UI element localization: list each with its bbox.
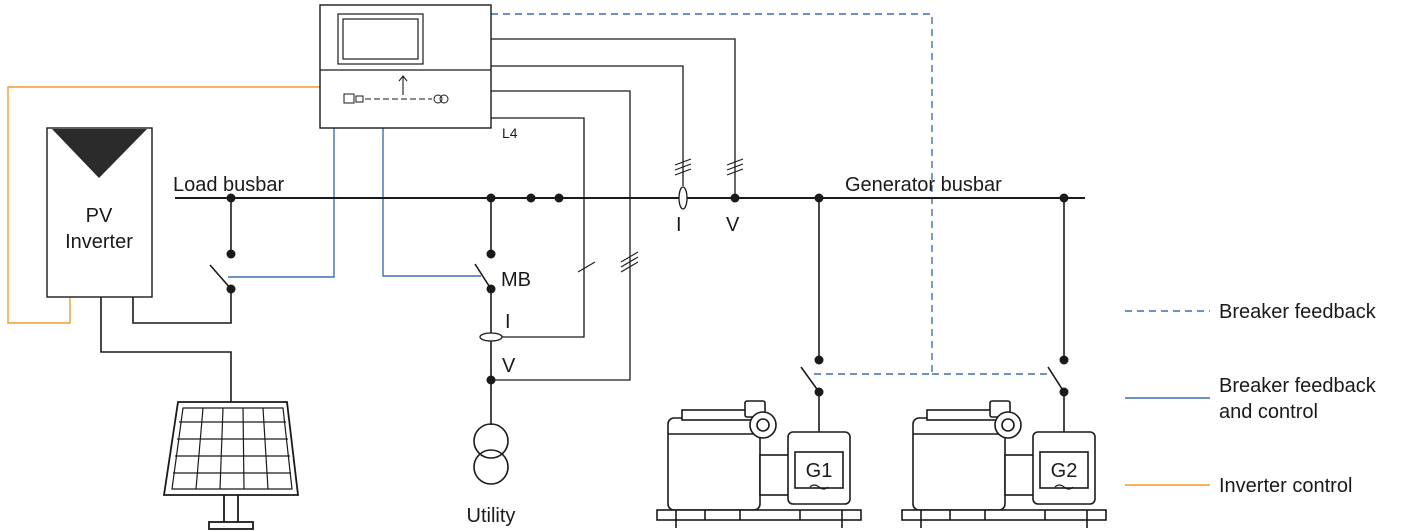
wire-tick-marks: [577, 158, 744, 273]
g2-label: G2: [1051, 460, 1078, 482]
breaker-symbol-icon: [343, 93, 449, 104]
g2-tilde-icon: [1054, 484, 1074, 490]
ct-upper-icon: [678, 186, 688, 210]
l4-label: L4: [502, 125, 518, 141]
i-lower-label: I: [505, 311, 511, 333]
legend-breaker-feedback-control-2: and control: [1219, 401, 1318, 423]
g2-breaker: [1047, 198, 1065, 432]
utility-label: Utility: [467, 505, 516, 527]
controller: L4: [319, 4, 518, 141]
pv-panel-wire: [100, 297, 232, 450]
g1-breaker: [800, 198, 820, 432]
pv-inverter: PV Inverter: [46, 127, 153, 298]
pv-inverter-label-1: PV: [86, 205, 113, 227]
g1-label: G1: [806, 460, 833, 482]
mains-breaker: [474, 198, 492, 425]
g1-tilde-icon: [809, 484, 829, 490]
legend-breaker-feedback: Breaker feedback: [1219, 301, 1377, 323]
pv-triangle-icon: [52, 129, 147, 178]
measurement-wires: [491, 38, 736, 381]
ct-lower-icon: [479, 332, 503, 342]
load-busbar-label: Load busbar: [173, 174, 285, 196]
i-upper-label: I: [676, 214, 682, 236]
mb-label: MB: [501, 269, 531, 291]
legend-breaker-feedback-control-1: Breaker feedback: [1219, 375, 1377, 397]
generator-busbar-label: Generator busbar: [845, 174, 1002, 196]
solar-panel-icon: [162, 401, 300, 530]
legend-inverter-control: Inverter control: [1219, 475, 1352, 497]
pv-inverter-label-2: Inverter: [65, 231, 133, 253]
generator-g1-icon: [656, 400, 862, 528]
generator-g2-icon: [901, 400, 1107, 528]
inverter-control-line: [7, 86, 320, 324]
load-breaker-control-line: [228, 128, 335, 278]
v-lower-label: V: [502, 355, 516, 377]
breaker-feedback-line: [491, 13, 933, 375]
load-breaker: [132, 198, 232, 324]
utility-transformer-icon: [473, 423, 509, 485]
v-upper-label: V: [726, 214, 740, 236]
mb-breaker-control-line: [382, 128, 481, 277]
legend: Breaker feedback Breaker feedback and co…: [1125, 301, 1377, 497]
